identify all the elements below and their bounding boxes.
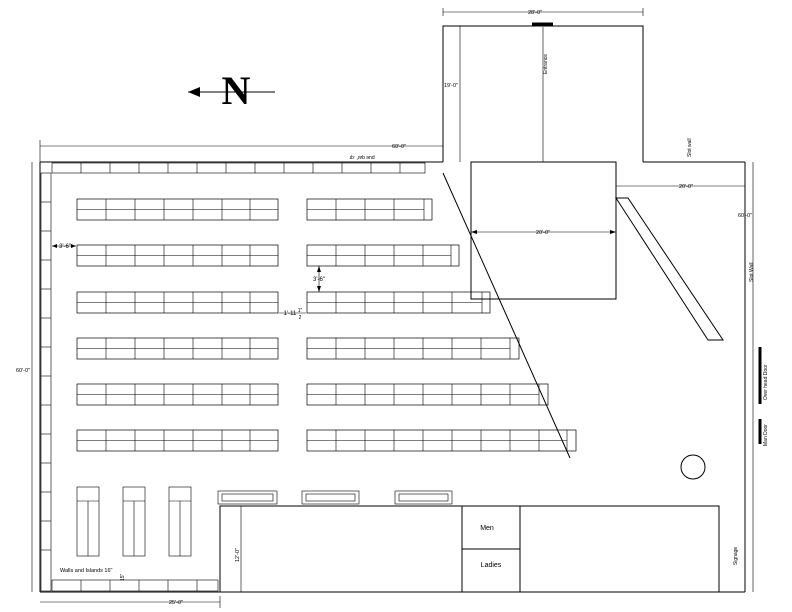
gap-half-dim: 1" <box>298 308 303 314</box>
store-width-dim: 60'-0" <box>392 144 406 150</box>
wall-depth-dim: 15" <box>120 573 126 581</box>
gondola-row <box>306 244 460 267</box>
left-bottom-dim: 25'-0" <box>169 600 183 606</box>
entrance-depth-dim: 19'-0" <box>444 83 458 89</box>
inner-room: 20'-0" <box>470 161 617 300</box>
right-setback-dim: 20'-0" <box>679 184 693 190</box>
store-width-dimension: 60'-0" <box>39 140 443 162</box>
north-arrow-head-icon <box>188 87 200 97</box>
top-wall-note: pue qar' .qr <box>349 154 374 160</box>
gondola-row <box>76 383 279 406</box>
right-wall-gap-dim: 60'-0" <box>738 213 752 219</box>
gondola-row <box>76 244 279 267</box>
gondola-row <box>76 429 279 452</box>
counter-fixtures <box>217 490 453 505</box>
gondola-right-block <box>306 198 577 452</box>
walls-islands-note: Walls and Islands 16" <box>60 568 113 574</box>
back-room-depth-dim: 12'-0" <box>235 548 241 562</box>
round-fixture <box>680 454 706 480</box>
gondola-row <box>306 429 577 452</box>
left-bottom-dimension: 25'-0" <box>40 596 221 608</box>
mid-aisle-dim: 3'-6" <box>313 277 325 283</box>
diagonal-wall <box>442 172 571 459</box>
gap-small-dim: 1'-11 <box>284 311 297 317</box>
entrance-width-dim: 28'-0" <box>528 10 542 16</box>
north-arrow: N <box>188 68 275 113</box>
store-depth-dimension: 60'-0" <box>16 162 33 592</box>
gondola-row <box>76 291 279 314</box>
gap-fraction-dim: 2 <box>299 315 302 321</box>
gondola-row <box>76 337 279 360</box>
restroom-ladies-label: Ladies <box>481 562 502 569</box>
top-wall-shelving: pue qar' .qr <box>51 154 426 174</box>
inner-room-width-dim: 20'-0" <box>536 230 550 236</box>
signage-label: Signage <box>733 547 739 566</box>
entrance-label: Entrance <box>543 54 549 74</box>
man-door-label: Man Door <box>763 424 769 446</box>
left-wall-shelving <box>40 172 52 592</box>
diagonal-display <box>615 197 724 341</box>
gondola-row <box>306 291 491 314</box>
slot-wall-right-label: Slot Wall <box>749 262 755 282</box>
gondola-row <box>306 383 549 406</box>
gondola-row <box>306 198 433 221</box>
north-label: N <box>222 68 251 113</box>
store-depth-dim: 60'-0" <box>16 368 30 374</box>
right-setback-dimension: 20'-0" 60'-0" <box>616 162 754 592</box>
aisle-spacing-dim: 3'-6" <box>59 244 71 250</box>
store-walls <box>39 161 746 593</box>
gondola-left-block <box>76 198 279 452</box>
floor-display-units <box>76 486 192 557</box>
right-wall-doors: Over head Door Man Door <box>758 347 769 446</box>
entrance-vestibule: Entrance 28'-0" 19'-0" <box>442 8 644 162</box>
gondola-row <box>76 198 279 221</box>
gondola-row <box>306 337 520 360</box>
back-of-house: Men Ladies 12'-0" Signage <box>219 505 739 593</box>
slot-wall-top-label: Slot wall <box>687 138 693 157</box>
overhead-door-label: Over head Door <box>763 364 769 400</box>
restroom-men-label: Men <box>480 525 494 532</box>
aisle-dimensions: 3'-6" 3'-6" 1'-11 1" 2 <box>52 244 325 321</box>
bottom-wall-shelving: 15" <box>51 573 219 592</box>
